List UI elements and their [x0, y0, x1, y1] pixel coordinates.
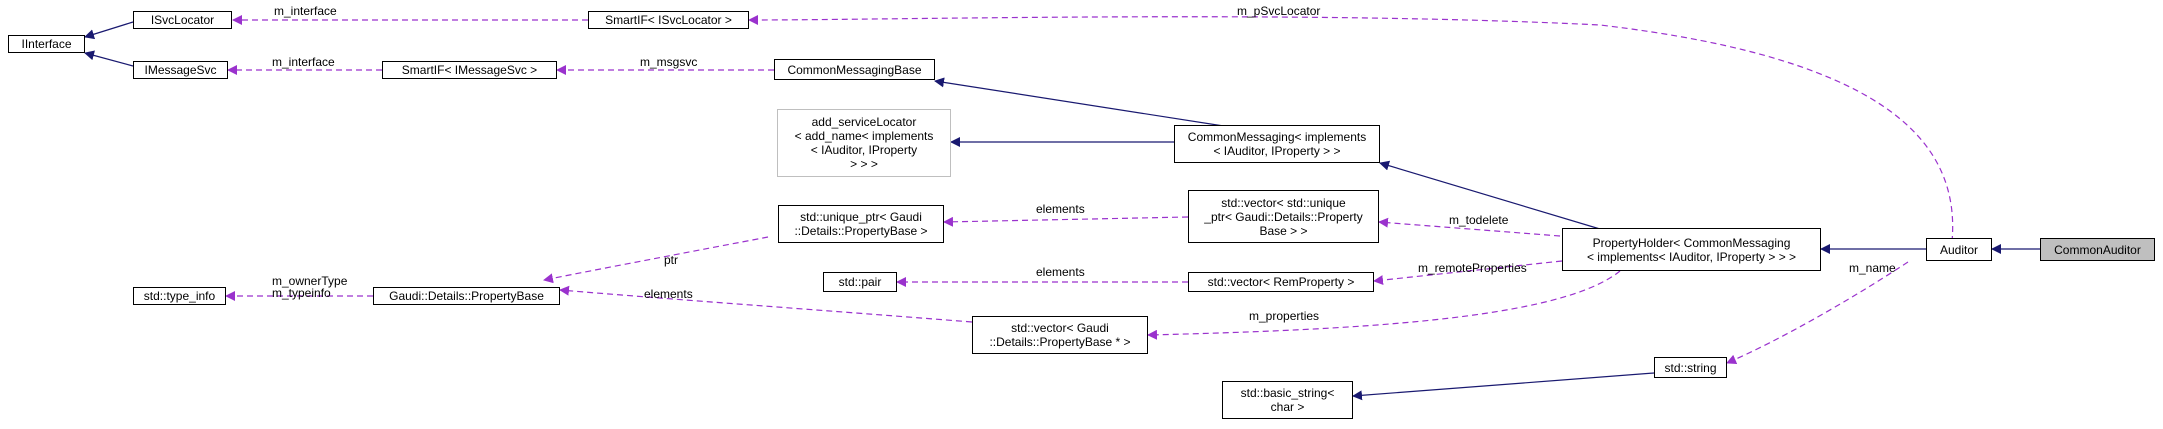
node-pair[interactable]: std::pair — [823, 272, 897, 292]
edge-label-elements-3: elements — [644, 287, 693, 301]
edge-string-basicstring — [1352, 372, 1655, 401]
edge-label-elements-1: elements — [1036, 202, 1085, 216]
edge-label-m-todelete: m_todelete — [1449, 213, 1509, 227]
node-smartif-svclocator[interactable]: SmartIF< ISvcLocator > — [588, 11, 749, 29]
node-vector-propertybase-ptr[interactable]: std::vector< Gaudi ::Details::PropertyBa… — [972, 316, 1148, 354]
node-type-info[interactable]: std::type_info — [133, 287, 226, 305]
edge-label-m-interface-2: m_interface — [272, 55, 335, 69]
edge-label-m-remoteproperties: m_remoteProperties — [1418, 261, 1527, 275]
node-smartif-messagesvc[interactable]: SmartIF< IMessageSvc > — [382, 61, 557, 79]
edge-isvclocator-iinterface — [84, 21, 134, 40]
edge-label-m-owner-type: m_ownerType — [272, 274, 348, 288]
node-auditor[interactable]: Auditor — [1926, 238, 1992, 261]
edge-label-elements-2: elements — [1036, 265, 1085, 279]
node-commonmessaging[interactable]: CommonMessaging< implements < IAuditor, … — [1174, 125, 1380, 163]
node-vector-remproperty[interactable]: std::vector< RemProperty > — [1188, 272, 1374, 292]
edge-vector-unique-ptr-unique-ptr — [943, 216, 1189, 227]
edge-commonmessaging-commonmessagingbase — [934, 77, 1231, 128]
edge-unique-ptr-propertybase — [543, 236, 769, 284]
edge-auditor-smartif-svclocator — [748, 14, 1954, 243]
node-string[interactable]: std::string — [1654, 357, 1727, 378]
node-iinterface[interactable]: IInterface — [8, 35, 85, 53]
node-vector-unique-ptr[interactable]: std::vector< std::unique _ptr< Gaudi::De… — [1188, 190, 1379, 243]
edge-label-m-psvclocator: m_pSvcLocator — [1237, 4, 1321, 18]
edge-propertyholder-commonmessaging — [1379, 160, 1611, 233]
node-unique-ptr[interactable]: std::unique_ptr< Gaudi ::Details::Proper… — [778, 205, 944, 243]
node-add-servicelocator: add_serviceLocator < add_name< implement… — [777, 109, 951, 177]
edge-imessagesvc-iinterface — [84, 50, 134, 67]
edge-label-m-name: m_name — [1849, 261, 1896, 275]
node-propertybase[interactable]: Gaudi::Details::PropertyBase — [373, 287, 560, 305]
node-propertyholder[interactable]: PropertyHolder< CommonMessaging < implem… — [1562, 228, 1821, 271]
edge-label-m-typeinfo: m_typeinfo — [272, 286, 331, 300]
edge-propertyholder-vector-propertybase-ptr — [1147, 270, 1621, 340]
node-commonauditor: CommonAuditor — [2040, 238, 2155, 261]
node-commonmessagingbase[interactable]: CommonMessagingBase — [774, 59, 935, 80]
node-isvclocator[interactable]: ISvcLocator — [133, 11, 232, 29]
edge-label-m-msgsvc: m_msgsvc — [640, 55, 698, 69]
edge-vector-propertybase-ptr-propertybase — [559, 285, 973, 323]
edge-auditor-string — [1726, 261, 1909, 365]
edge-propertyholder-vector-unique-ptr — [1378, 217, 1561, 237]
edge-label-m-properties: m_properties — [1249, 309, 1320, 323]
edge-propertyholder-vector-remproperty — [1373, 260, 1563, 286]
edge-label-ptr: ptr — [664, 253, 679, 267]
node-imessagesvc[interactable]: IMessageSvc — [133, 61, 228, 79]
node-basic-string[interactable]: std::basic_string< char > — [1222, 381, 1353, 419]
edge-label-m-interface-1: m_interface — [274, 4, 337, 18]
